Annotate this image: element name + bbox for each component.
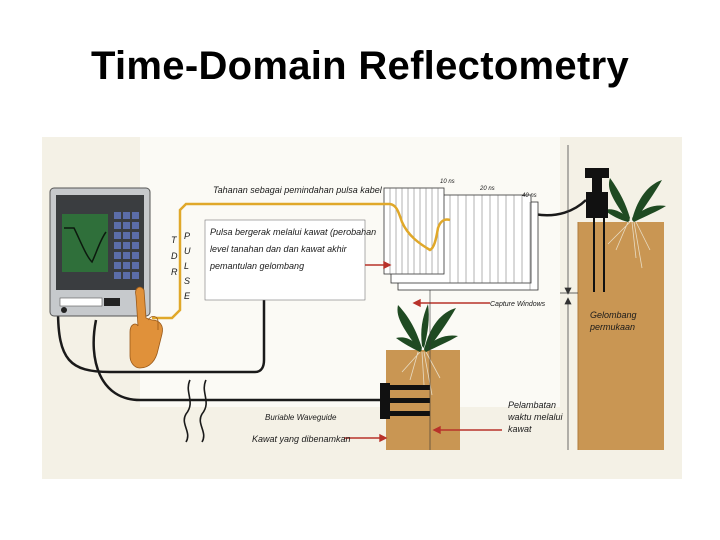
label-pulse-travel-1: Pulsa bergerak melalui kawat (perobahan	[210, 227, 376, 237]
plant-right	[604, 178, 666, 222]
surface-probe	[585, 168, 609, 292]
roots-center	[401, 351, 441, 396]
label-delay-1: Pelambatan	[508, 400, 556, 410]
pulse-letter: L	[184, 261, 189, 271]
dimension-lines	[429, 145, 578, 450]
pulse-letter: E	[184, 291, 191, 301]
label-capture-windows: Capture Windows	[490, 301, 546, 308]
hand-icon	[129, 286, 163, 369]
tdr-letter: D	[171, 251, 178, 261]
tdr-letter: R	[171, 267, 178, 277]
capture-windows	[383, 187, 539, 291]
pulse-letter: S	[184, 276, 190, 286]
label-surface-wave-1: Gelombang	[590, 310, 637, 320]
label-buriable-waveguide: Buriable Waveguide	[265, 413, 337, 422]
screen-waveform	[64, 227, 107, 264]
label-surface-wave-2: permukaan	[589, 322, 635, 332]
pulse-letters: P U L S E	[184, 231, 191, 301]
label-time-40: 40 ns	[522, 193, 537, 199]
pulse-letter: U	[184, 246, 191, 256]
label-ground-as-transfer: Tahanan sebagai pemindahan pulsa kabel	[213, 185, 383, 195]
tdr-letters: T D R	[171, 235, 178, 277]
pulse-letter: P	[184, 231, 190, 241]
label-delay-3: kawat	[508, 424, 532, 434]
roots-right	[607, 221, 651, 269]
slide-title: Time-Domain Reflectometry	[90, 44, 629, 88]
pulse-wire	[152, 202, 451, 320]
label-time-10: 10 ns	[440, 179, 455, 185]
pulse-text-box	[204, 219, 366, 301]
label-delay-2: waktu melalui	[508, 412, 564, 422]
tdr-letter: T	[171, 235, 178, 245]
label-buried-wire: Kawat yang dibenamkan	[252, 434, 351, 444]
instrument-keypad	[114, 212, 139, 279]
plant-center	[396, 304, 458, 352]
label-pulse-travel-3: pemantulan gelombang	[209, 261, 304, 271]
buried-waveguide	[380, 383, 430, 419]
instrument-screen	[62, 214, 108, 272]
tdr-instrument	[49, 187, 151, 317]
label-pulse-travel-2: level tanahan dan dan kawat akhir	[210, 244, 348, 254]
label-time-20: 20 ns	[479, 186, 495, 192]
cable-break-marks	[183, 379, 207, 443]
annotation-arrows	[344, 260, 502, 443]
soil-block-right	[578, 222, 664, 450]
